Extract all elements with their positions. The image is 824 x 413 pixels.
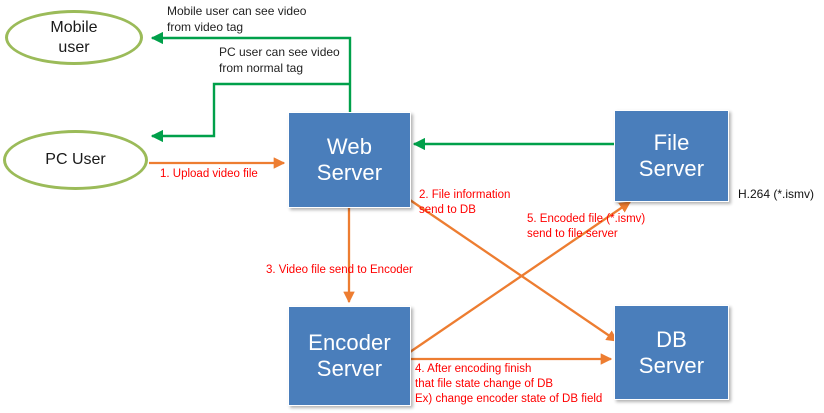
node-web-server[interactable]: Web Server	[288, 112, 411, 208]
node-encoder-server[interactable]: Encoder Server	[288, 306, 411, 406]
node-db-server[interactable]: DB Server	[614, 305, 729, 400]
label-mobile-video-tag: Mobile user can see video from video tag	[167, 4, 307, 34]
label-pc-normal-tag: PC user can see video from normal tag	[219, 45, 340, 75]
node-encoder-server-label: Encoder Server	[308, 330, 391, 381]
node-db-server-label: DB Server	[638, 326, 705, 378]
node-web-server-label: Web Server	[316, 134, 383, 185]
label-step-5-encoded-file: 5. Encoded file (*.ismv) send to file se…	[527, 213, 646, 240]
note-codec-h264: H.264 (*.ismv)	[738, 187, 815, 201]
node-mobile-user[interactable]: Mobile user	[5, 10, 143, 65]
label-step-1-upload-video-file: 1. Upload video file	[160, 168, 258, 180]
node-file-server-label: File Server	[638, 130, 705, 181]
node-pc-user[interactable]: PC User	[3, 130, 148, 190]
label-step-2-file-information: 2. File information send to DB	[419, 189, 511, 216]
label-step-3-video-file-to-encoder: 3. Video file send to Encoder	[266, 264, 413, 276]
node-mobile-user-label: Mobile user	[50, 18, 98, 56]
label-step-4-after-encoding-finish: 4. After encoding finish that file state…	[415, 363, 603, 405]
node-file-server[interactable]: File Server	[614, 110, 729, 202]
node-pc-user-label: PC User	[45, 151, 106, 169]
